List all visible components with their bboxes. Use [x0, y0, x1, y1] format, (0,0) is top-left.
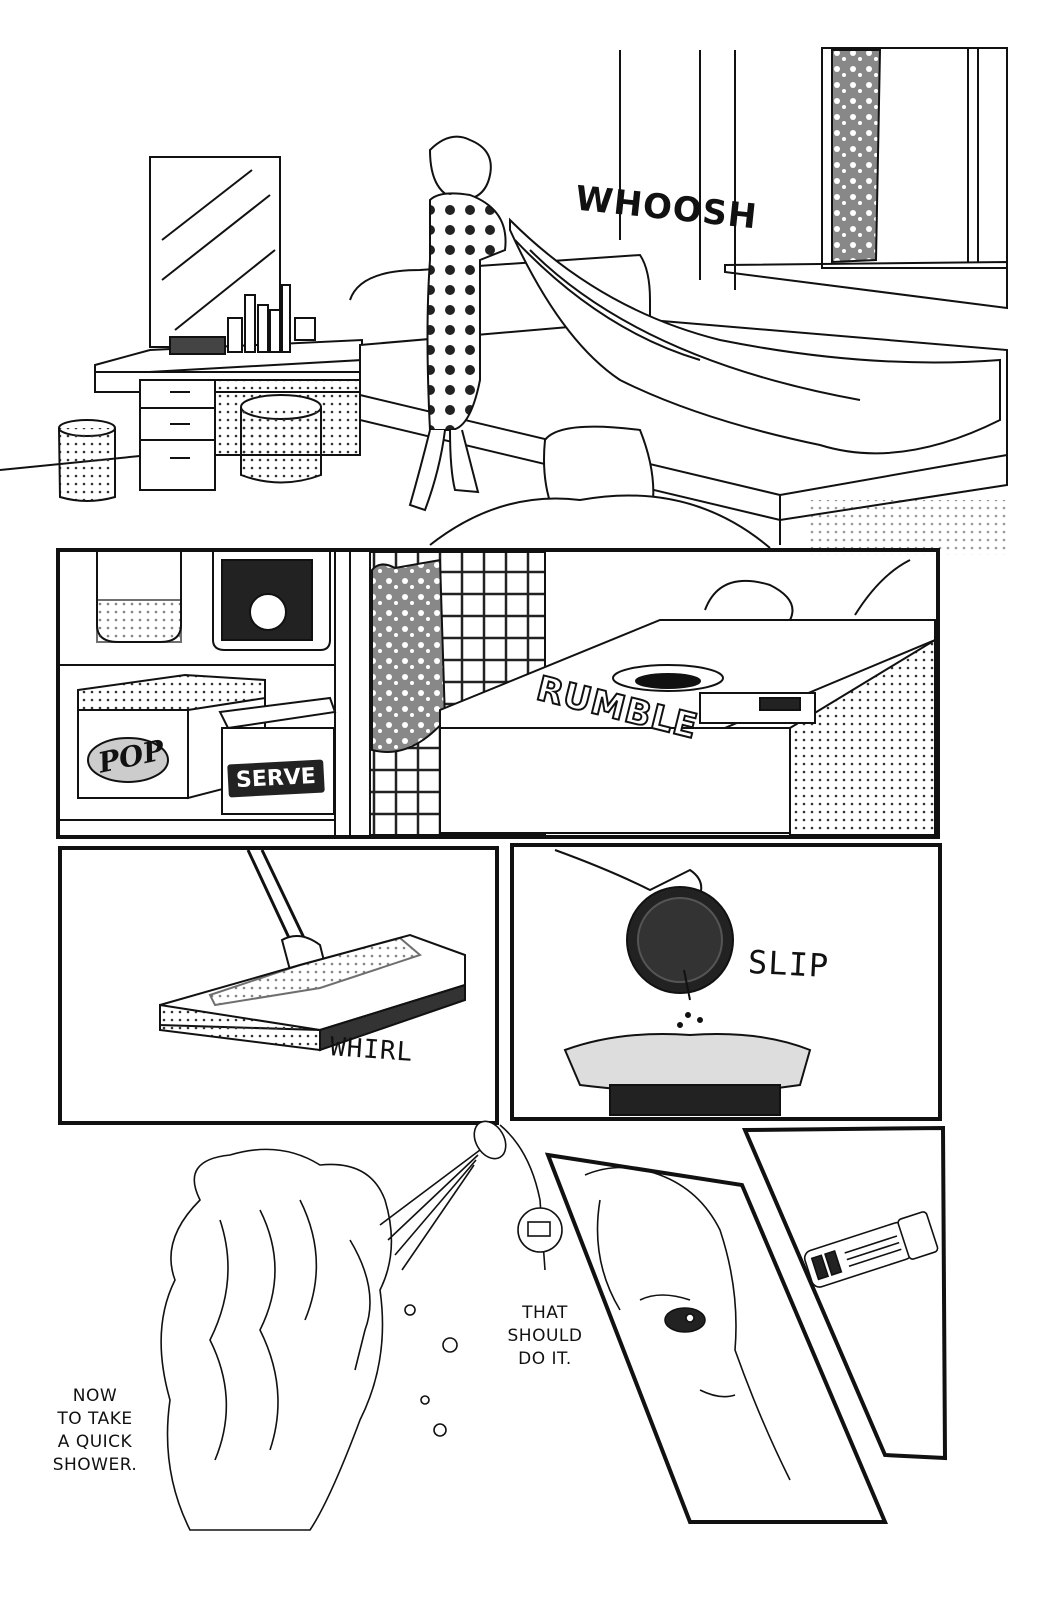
pour-panel [510, 843, 942, 1121]
serve-box-label: SERVE [227, 759, 325, 798]
caption-that-should-do-it: THAT SHOULD DO IT. [507, 1303, 583, 1369]
shower-scene [160, 1120, 948, 1531]
vacuum-panel [58, 846, 499, 1125]
caption-now-to-take-a-quick-shower: NOW TO TAKE A QUICK SHOWER. [52, 1386, 138, 1475]
sfx-slip: SLIP [747, 942, 831, 986]
sfx-whirl: WHIRL [329, 1032, 415, 1068]
laundry-panel [56, 548, 940, 839]
bedroom-scene [0, 47, 1010, 555]
